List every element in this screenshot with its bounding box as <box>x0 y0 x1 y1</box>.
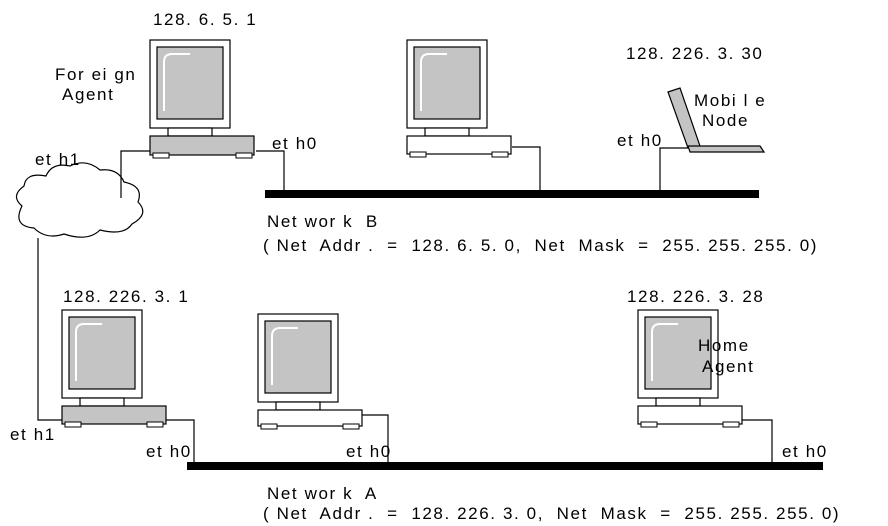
router-eth1-label: et h1 <box>10 425 56 444</box>
router-computer <box>61 309 167 428</box>
network-a-details: ( Net Addr . = 128. 226. 3. 0, Net Mask … <box>263 504 841 523</box>
foreign-agent-eth1-label: et h1 <box>35 150 81 169</box>
network-a-host-eth0-label: et h0 <box>346 442 392 461</box>
network-a-bus <box>187 462 823 470</box>
foreign-agent-ip: 128. 6. 5. 1 <box>153 10 258 29</box>
foreign-agent-eth0-label: et h0 <box>272 134 318 153</box>
mobile-node-label-line1: Mobi l e <box>694 91 767 110</box>
mobile-node-ip: 128. 226. 3. 30 <box>626 44 764 63</box>
home-agent-ip: 128. 226. 3. 28 <box>627 287 765 306</box>
foreign-agent-label-line1: For ei gn <box>55 65 137 84</box>
network-a-host <box>257 313 363 430</box>
cabling <box>37 146 773 462</box>
home-agent-label-line1: Home <box>698 336 750 355</box>
mobile-node-label-line2: Node <box>702 111 750 130</box>
mobile-node-eth0-label: et h0 <box>617 131 663 150</box>
home-agent-computer <box>637 309 743 428</box>
home-agent-eth0-label: et h0 <box>782 442 828 461</box>
foreign-agent-label-line2: Agent <box>62 85 115 104</box>
internet-cloud <box>15 162 144 238</box>
router-eth0-label: et h0 <box>146 442 192 461</box>
network-b-details: ( Net Addr . = 128. 6. 5. 0, Net Mask = … <box>263 236 819 255</box>
mobile-node-laptop <box>667 87 766 153</box>
home-agent-label-line2: Agent <box>702 357 755 376</box>
network-b-name: Net wor k B <box>267 212 379 231</box>
network-b-host <box>406 39 512 158</box>
router-ip: 128. 226. 3. 1 <box>63 287 190 306</box>
network-b-bus <box>265 190 759 198</box>
network-a-name: Net wor k A <box>267 484 378 503</box>
foreign-agent-computer <box>149 39 255 159</box>
